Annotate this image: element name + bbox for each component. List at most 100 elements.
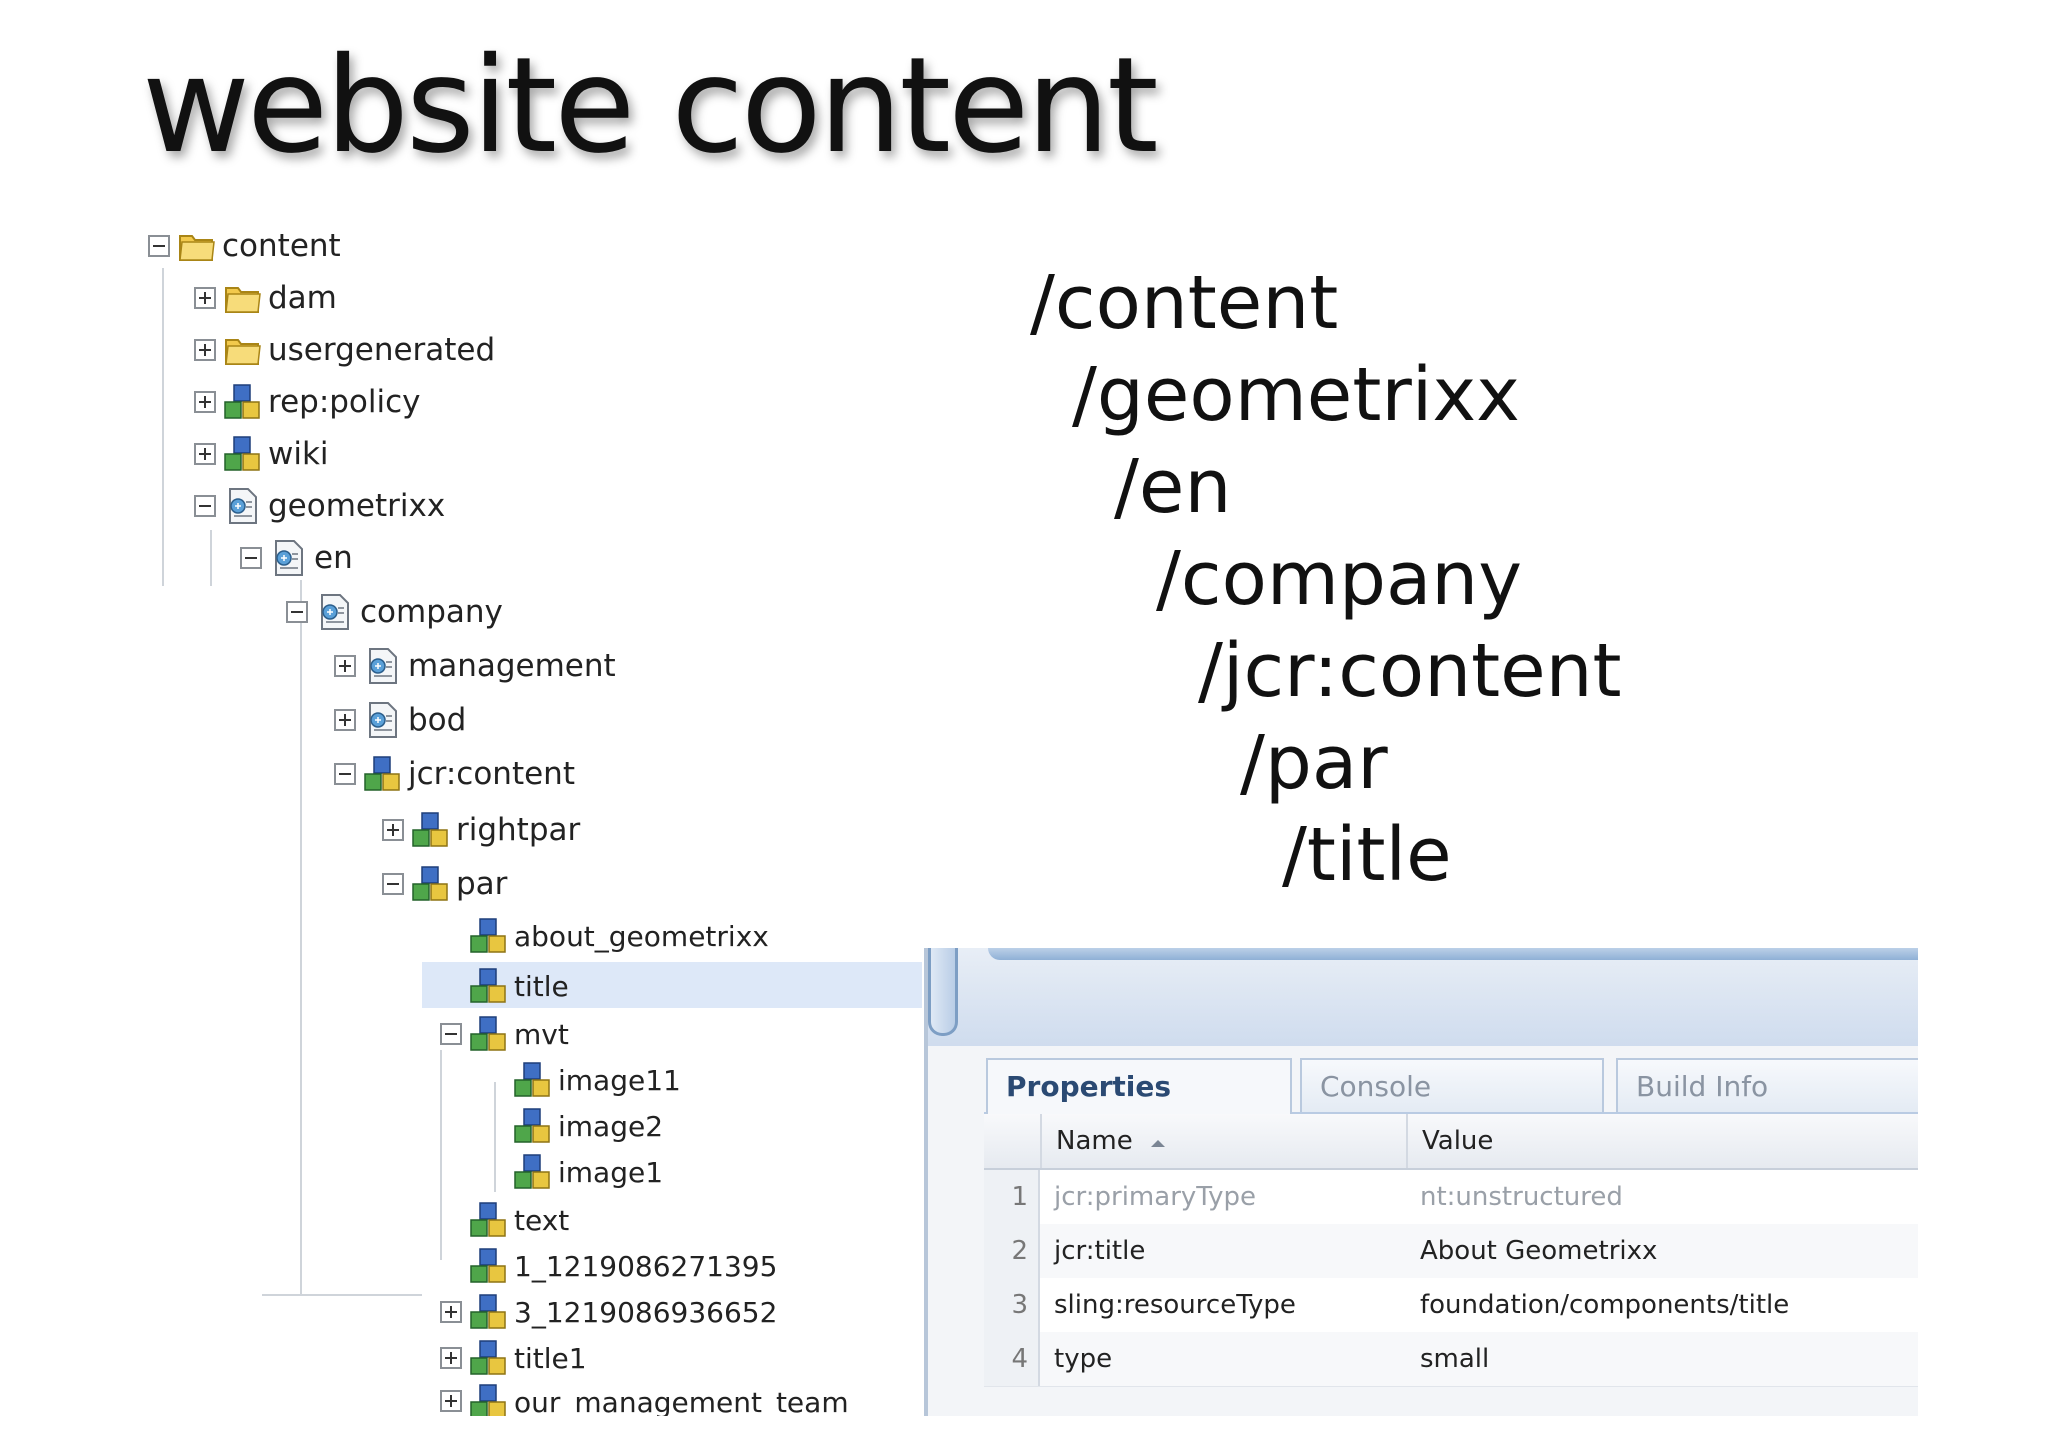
page-icon <box>229 488 257 524</box>
tree-node-rep-policy[interactable]: rep:policy <box>194 380 421 424</box>
node-icon <box>470 1294 506 1329</box>
collapse-toggle-icon[interactable] <box>286 601 308 623</box>
tree-node-bod[interactable]: bod <box>334 698 466 742</box>
panel-splitter[interactable] <box>924 948 928 1416</box>
properties-panel: Properties Console Build Info Name Value… <box>928 948 1918 1416</box>
tree-node-label: title <box>514 969 569 1003</box>
property-value: small <box>1420 1344 1490 1374</box>
expand-toggle-icon[interactable] <box>382 819 404 841</box>
tree-node-label: company <box>360 594 503 630</box>
tree-guide <box>494 1082 496 1192</box>
tree-node-usergenerated[interactable]: usergenerated <box>194 328 495 372</box>
tree-node-geometrixx[interactable]: geometrixx <box>194 484 445 528</box>
node-icon <box>224 384 260 419</box>
path-line-jcr-content: /jcr:content <box>1198 628 1622 714</box>
tree-node-3-1219086936652[interactable]: 3_1219086936652 <box>440 1290 777 1334</box>
node-icon <box>364 756 400 791</box>
tree-node-title1[interactable]: title1 <box>440 1336 587 1380</box>
tree-node-management[interactable]: management <box>334 644 616 688</box>
collapse-toggle-icon[interactable] <box>440 1023 462 1045</box>
tree-node-title[interactable]: title <box>440 964 569 1008</box>
row-number: 1 <box>984 1170 1040 1224</box>
tree-node-label: wiki <box>268 436 329 472</box>
property-row[interactable]: 1 jcr:primaryType nt:unstructured <box>984 1170 1918 1225</box>
tree-node-about-geometrixx[interactable]: about_geometrixx <box>440 914 769 958</box>
node-icon <box>514 1062 550 1097</box>
column-header-name-label: Name <box>1056 1126 1133 1156</box>
tree-node-rightpar[interactable]: rightpar <box>382 808 580 852</box>
tab-properties[interactable]: Properties <box>986 1058 1292 1115</box>
page-icon <box>369 648 397 684</box>
tree-node-1-1219086271395[interactable]: 1_1219086271395 <box>440 1244 777 1288</box>
path-line-company: /company <box>1156 536 1522 622</box>
tree-node-label: image1 <box>558 1155 664 1189</box>
tab-console[interactable]: Console <box>1300 1058 1604 1112</box>
property-row[interactable]: 4 type small <box>984 1332 1918 1387</box>
tree-guide <box>300 580 302 1296</box>
node-icon <box>470 1384 506 1416</box>
tree-node-wiki[interactable]: wiki <box>194 432 329 476</box>
tab-build-info[interactable]: Build Info <box>1616 1058 1918 1112</box>
property-name: jcr:title <box>1054 1236 1146 1266</box>
tree-node-our-management-team[interactable]: our_management_team <box>440 1382 849 1416</box>
tree-node-company[interactable]: company <box>286 590 503 634</box>
expand-toggle-icon[interactable] <box>440 1301 462 1323</box>
expand-toggle-icon[interactable] <box>440 1347 462 1369</box>
node-icon <box>470 1202 506 1237</box>
column-header-value[interactable]: Value <box>1406 1114 1918 1168</box>
tree-node-dam[interactable]: dam <box>194 276 337 320</box>
property-value: About Geometrixx <box>1420 1236 1658 1266</box>
property-name: jcr:primaryType <box>1054 1182 1256 1212</box>
property-row[interactable]: 3 sling:resourceType foundation/componen… <box>984 1278 1918 1333</box>
expand-toggle-icon[interactable] <box>194 391 216 413</box>
tree-scrollbar-thumb[interactable] <box>928 948 958 1036</box>
tree-node-jcr-content[interactable]: jcr:content <box>334 752 575 796</box>
tree-node-label: en <box>314 540 353 576</box>
slide-title: website content <box>142 29 1159 183</box>
path-line-geometrixx: /geometrixx <box>1072 352 1520 438</box>
column-header-name[interactable]: Name <box>1040 1114 1406 1168</box>
tree-node-image2[interactable]: image2 <box>512 1104 663 1148</box>
tree-node-image11[interactable]: image11 <box>512 1058 681 1102</box>
tree-node-label: about_geometrixx <box>514 919 769 953</box>
folder-icon <box>225 287 261 313</box>
expand-toggle-icon[interactable] <box>440 1390 462 1412</box>
tree-node-en[interactable]: en <box>240 536 353 580</box>
collapse-toggle-icon[interactable] <box>148 235 170 257</box>
node-icon <box>470 1248 506 1283</box>
node-icon <box>470 918 506 953</box>
tree-node-label: rep:policy <box>268 384 421 420</box>
expand-toggle-icon[interactable] <box>334 655 356 677</box>
tree-node-par[interactable]: par <box>382 862 507 906</box>
tree-node-label: mvt <box>514 1017 569 1051</box>
tree-node-label: management <box>408 648 616 684</box>
tree-node-text[interactable]: text <box>440 1198 569 1242</box>
path-line-par: /par <box>1240 720 1388 806</box>
tree-node-image1[interactable]: image1 <box>512 1150 663 1194</box>
collapse-toggle-icon[interactable] <box>240 547 262 569</box>
tree-node-label: par <box>456 866 508 902</box>
property-name: type <box>1054 1344 1113 1374</box>
collapse-toggle-icon[interactable] <box>382 873 404 895</box>
tree-node-mvt[interactable]: mvt <box>440 1012 569 1056</box>
node-icon <box>470 1340 506 1375</box>
expand-toggle-icon[interactable] <box>194 339 216 361</box>
tree-node-label: image2 <box>558 1109 664 1143</box>
tree-node-label: image11 <box>558 1063 681 1097</box>
page-icon <box>321 594 349 630</box>
panel-header-strip <box>928 948 1918 1046</box>
folder-icon <box>179 235 215 261</box>
expand-toggle-icon[interactable] <box>194 443 216 465</box>
tree-node-label: text <box>514 1203 570 1237</box>
expand-toggle-icon[interactable] <box>194 287 216 309</box>
property-row[interactable]: 2 jcr:title About Geometrixx <box>984 1224 1918 1279</box>
tree-node-label: our_management_team <box>514 1386 849 1416</box>
collapse-toggle-icon[interactable] <box>194 495 216 517</box>
tree-guide <box>440 1050 442 1260</box>
expand-toggle-icon[interactable] <box>334 709 356 731</box>
collapse-toggle-icon[interactable] <box>334 763 356 785</box>
path-line-en: /en <box>1114 444 1232 530</box>
tree-guide <box>162 268 164 586</box>
tree-node-content[interactable]: content <box>148 224 341 268</box>
grid-header: Name Value <box>984 1114 1918 1170</box>
